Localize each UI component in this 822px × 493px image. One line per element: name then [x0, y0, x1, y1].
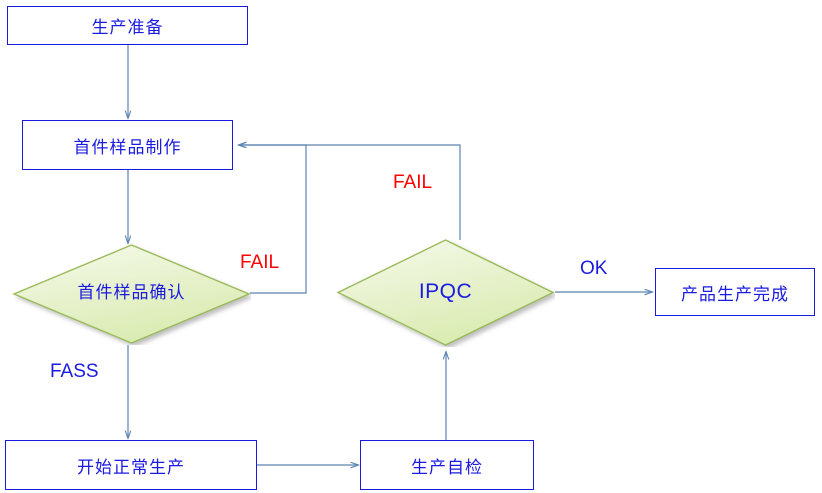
node-mass[interactable]: 开始正常生产	[5, 440, 257, 490]
node-done-label: 产品生产完成	[681, 284, 789, 305]
node-prep[interactable]: 生产准备	[7, 6, 248, 45]
diamond-shape	[12, 244, 251, 344]
node-mass-label: 开始正常生产	[77, 457, 185, 478]
edge-ipqc-fail-to-sample	[239, 145, 461, 240]
node-ipqc[interactable]: IPQC	[336, 238, 555, 347]
node-sample[interactable]: 首件样品制作	[22, 120, 233, 170]
node-selfcheck[interactable]: 生产自检	[360, 440, 534, 490]
node-confirm-label: 首件样品确认	[77, 283, 186, 304]
node-selfcheck-label: 生产自检	[411, 457, 483, 478]
diamond-shape	[336, 239, 555, 346]
edge-label-ipqc-ok: OK	[580, 258, 608, 279]
edge-label-ipqc-fail: FAIL	[393, 172, 433, 193]
edge-label-confirm-fail: FAIL	[240, 252, 280, 273]
node-prep-label: 生产准备	[91, 18, 164, 38]
edge-label-confirm-pass: FASS	[50, 361, 99, 382]
node-confirm[interactable]: 首件样品确认	[12, 243, 251, 345]
node-done[interactable]: 产品生产完成	[655, 268, 815, 316]
node-sample-label: 首件样品制作	[73, 137, 182, 158]
node-ipqc-label: IPQC	[418, 280, 473, 304]
